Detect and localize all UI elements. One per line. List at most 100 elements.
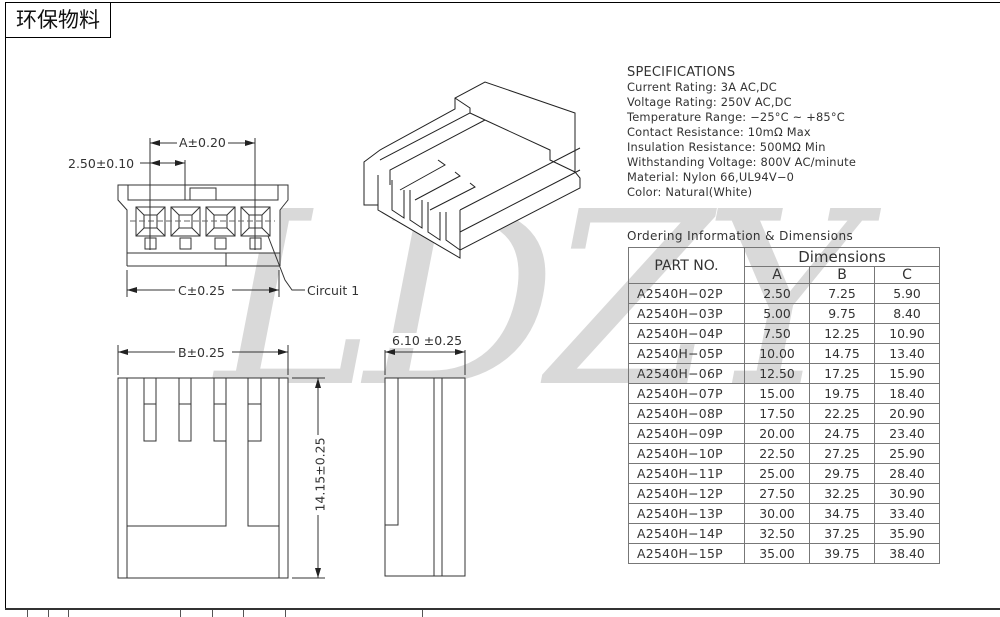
circuit-1-label: Circuit 1 (305, 283, 362, 298)
divider (68, 610, 69, 617)
specifications-title: SPECIFICATIONS (627, 65, 736, 80)
dim-c: 20.90 (874, 403, 940, 424)
dim-b: 39.75 (809, 543, 875, 564)
part-no: A2540H−15P (628, 543, 745, 564)
spec-line: Current Rating: 3A AC,DC (627, 80, 777, 94)
dim-b-label: B±0.25 (176, 345, 227, 360)
dim-width-label: 6.10 ±0.25 (390, 333, 465, 348)
dim-b: 34.75 (809, 503, 875, 524)
dim-c: 8.40 (874, 303, 940, 324)
dim-c: 38.40 (874, 543, 940, 564)
dim-c: 13.40 (874, 343, 940, 364)
dim-a: 25.00 (744, 463, 810, 484)
dim-a: 5.00 (744, 303, 810, 324)
divider (285, 610, 286, 617)
dim-c: 28.40 (874, 463, 940, 484)
part-no: A2540H−03P (628, 303, 745, 324)
dim-b: 14.75 (809, 343, 875, 364)
header-dimensions: Dimensions (744, 247, 940, 267)
divider (243, 610, 244, 617)
spec-line: Material: Nylon 66,UL94V−0 (627, 170, 795, 184)
dim-b: 24.75 (809, 423, 875, 444)
side-view (384, 349, 466, 577)
dim-b: 19.75 (809, 383, 875, 404)
spec-line: Color: Natural(White) (627, 185, 753, 199)
title-block-strip (5, 608, 1000, 617)
ordering-title: Ordering Information & Dimensions (627, 229, 854, 243)
dim-a: 10.00 (744, 343, 810, 364)
front-view (117, 138, 305, 297)
dim-b: 29.75 (809, 463, 875, 484)
part-no: A2540H−07P (628, 383, 745, 404)
dim-c: 30.90 (874, 483, 940, 504)
dim-b: 12.25 (809, 323, 875, 344)
part-no: A2540H−02P (628, 283, 745, 304)
divider (422, 610, 423, 617)
part-no: A2540H−04P (628, 323, 745, 344)
part-no: A2540H−13P (628, 503, 745, 524)
header-col-b: B (809, 266, 875, 284)
spec-line: Insulation Resistance: 500MΩ Min (627, 140, 826, 154)
specifications-block: SPECIFICATIONS Current Rating: 3A AC,DC … (627, 65, 856, 200)
drawing-frame (5, 2, 1000, 609)
dim-a: 20.00 (744, 423, 810, 444)
divider (180, 610, 181, 617)
dim-b: 37.25 (809, 523, 875, 544)
dim-c-label: C±0.25 (176, 283, 228, 298)
dim-a: 32.50 (744, 523, 810, 544)
dim-b: 7.25 (809, 283, 875, 304)
part-no: A2540H−14P (628, 523, 745, 544)
part-no: A2540H−12P (628, 483, 745, 504)
spec-line: Withstanding Voltage: 800V AC/minute (627, 155, 857, 169)
dim-c: 33.40 (874, 503, 940, 524)
part-no: A2540H−10P (628, 443, 745, 464)
dim-a: 27.50 (744, 483, 810, 504)
dim-pitch-label: 2.50±0.10 (66, 156, 137, 171)
spec-line: Voltage Rating: 250V AC,DC (627, 95, 792, 109)
dim-c: 15.90 (874, 363, 940, 384)
dim-height-label: 14.15±0.25 (312, 437, 328, 512)
dim-a: 7.50 (744, 323, 810, 344)
dim-a: 15.00 (744, 383, 810, 404)
header-col-c: C (874, 266, 940, 284)
top-view (117, 345, 325, 579)
dim-a: 17.50 (744, 403, 810, 424)
dim-c: 10.90 (874, 323, 940, 344)
part-no: A2540H−06P (628, 363, 745, 384)
dim-a: 35.00 (744, 543, 810, 564)
isometric-view (363, 81, 581, 259)
part-no: A2540H−08P (628, 403, 745, 424)
dim-c: 18.40 (874, 383, 940, 404)
dim-b: 9.75 (809, 303, 875, 324)
header-col-a: A (744, 266, 810, 284)
title-label: 环保物料 (5, 2, 111, 38)
header-part-no: PART NO. (628, 247, 745, 284)
dim-a-label: A±0.20 (177, 135, 228, 150)
dim-b: 32.25 (809, 483, 875, 504)
dim-b: 27.25 (809, 443, 875, 464)
dim-a: 2.50 (744, 283, 810, 304)
divider (212, 610, 213, 617)
spec-line: Temperature Range: −25°C ~ +85°C (627, 110, 845, 124)
dim-a: 30.00 (744, 503, 810, 524)
dim-c: 35.90 (874, 523, 940, 544)
divider (48, 610, 49, 617)
dim-c: 25.90 (874, 443, 940, 464)
divider (27, 610, 28, 617)
spec-line: Contact Resistance: 10mΩ Max (627, 125, 811, 139)
part-no: A2540H−11P (628, 463, 745, 484)
